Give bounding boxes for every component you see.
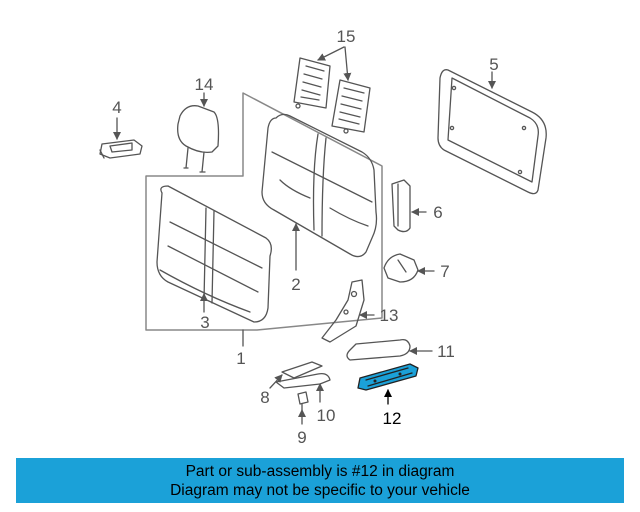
callout-14: 14 (195, 75, 214, 94)
callout-5: 5 (489, 55, 498, 74)
recliner-bracket-part (321, 279, 365, 343)
leader-lines (113, 46, 496, 425)
callout-2: 2 (291, 275, 300, 294)
seat-assembly-outline (145, 92, 383, 347)
callout-9: 9 (297, 428, 306, 447)
callout-10: 10 (317, 406, 336, 425)
exploded-parts-diagram: 1 2 3 4 5 6 7 8 9 10 11 12 13 14 15 (99, 27, 547, 447)
callout-15: 15 (337, 27, 356, 46)
part-info-banner: Part or sub-assembly is #12 in diagram D… (16, 458, 624, 503)
callout-7: 7 (440, 262, 449, 281)
seatback-panels-part (293, 57, 371, 134)
headrest-part (177, 105, 220, 173)
clip-part (297, 391, 309, 411)
trim-cover-part (391, 179, 411, 233)
callout-1: 1 (236, 349, 245, 368)
rail-bracket-part (275, 372, 331, 389)
armrest-bracket-part (99, 139, 143, 159)
callout-12: 12 (383, 409, 402, 428)
rear-panel-part (437, 69, 547, 195)
callout-6: 6 (433, 203, 442, 222)
callout-3: 3 (200, 313, 209, 332)
callout-labels: 1 2 3 4 5 6 7 8 9 10 11 12 13 14 15 (112, 27, 498, 447)
callout-8: 8 (260, 388, 269, 407)
rail-part (281, 361, 323, 379)
banner-line-part: Part or sub-assembly is #12 in diagram (185, 463, 455, 480)
hinge-cover-part (383, 253, 419, 283)
callout-13: 13 (380, 306, 399, 325)
callout-4: 4 (112, 98, 121, 117)
seat-track-part-highlighted (357, 363, 419, 391)
bar-part (346, 338, 411, 361)
seat-cushion-part (156, 185, 272, 323)
seat-back-part (261, 113, 378, 258)
callout-11: 11 (437, 342, 455, 361)
banner-line-disclaimer: Diagram may not be specific to your vehi… (170, 482, 470, 499)
